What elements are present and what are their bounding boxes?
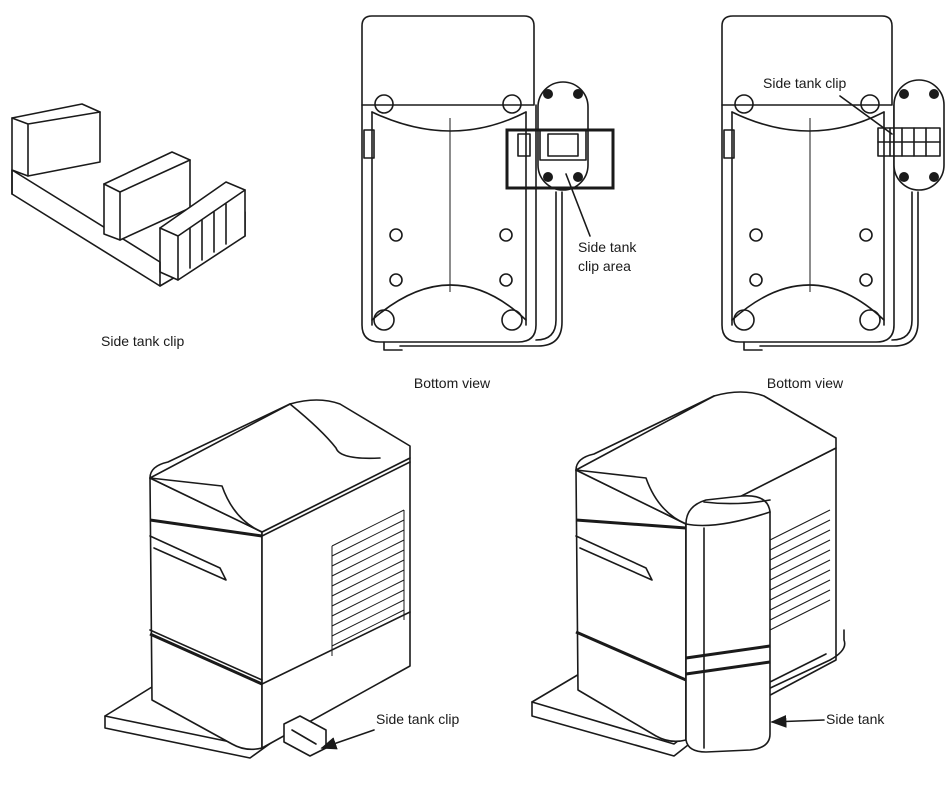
unit-with-side-tank-illustration [531, 391, 846, 757]
clip-callout-bottom: Side tank clip [376, 711, 460, 727]
side-tank-callout: Side tank [826, 711, 885, 727]
clip-area-label-line1: Side tank [578, 239, 637, 255]
clip-callout-top: Side tank clip [763, 75, 847, 91]
clip-area-label-line2: clip area [578, 258, 631, 274]
bottom-view-2-illustration [721, 15, 945, 351]
bottom-view-1-illustration [361, 15, 615, 351]
side-tank [685, 495, 771, 753]
clip-caption: Side tank clip [101, 333, 185, 349]
vent-grille [331, 509, 405, 656]
side-tank-clip-illustration [11, 103, 246, 287]
unit-with-clip-illustration [104, 399, 411, 759]
bottom-view-2-caption: Bottom view [766, 375, 844, 391]
bottom-view-1-caption: Bottom view [413, 375, 491, 391]
